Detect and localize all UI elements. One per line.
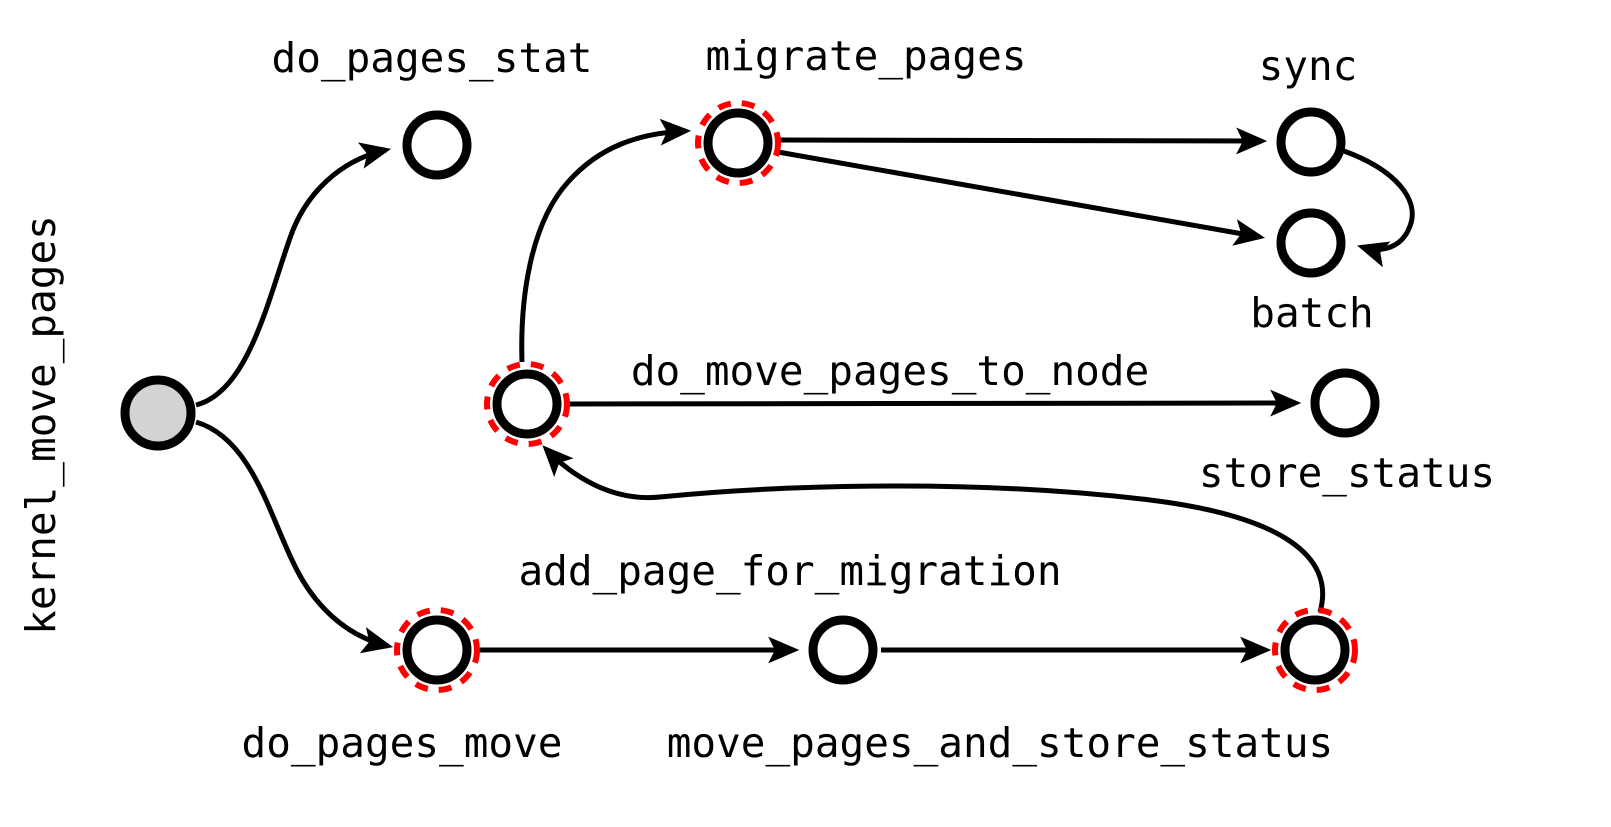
label-layer: kernel_move_pages do_pages_stat migrate_… <box>17 32 1495 767</box>
node-batch-circle[interactable] <box>1276 208 1346 278</box>
highlight-ring-do-pages-move <box>394 607 480 693</box>
node-do-move-pages-to-node-circle[interactable] <box>492 369 562 439</box>
node-move-pages-and-store-status-circle[interactable] <box>808 615 878 685</box>
node-do-pages-stat-circle[interactable] <box>402 110 472 180</box>
edge-do-move-pages-to-node-to-store-status <box>564 389 1302 417</box>
node-move-pages-and-store-status[interactable] <box>808 615 878 685</box>
node-do-pages-move[interactable] <box>394 607 480 693</box>
node-batch[interactable] <box>1276 208 1346 278</box>
node-layer <box>120 100 1380 693</box>
label-sync: sync <box>1259 42 1358 90</box>
label-do-pages-stat: do_pages_stat <box>272 34 593 82</box>
edge-label-do-move-pages-to-node: do_move_pages_to_node <box>631 347 1149 395</box>
highlight-ring-migrate-pages-target <box>1272 607 1358 693</box>
label-migrate-pages: migrate_pages <box>706 32 1027 80</box>
label-move-pages-and-store-status: move_pages_and_store_status <box>667 719 1333 767</box>
node-do-move-pages-to-node[interactable] <box>484 361 570 447</box>
node-store-status-circle[interactable] <box>1310 368 1380 438</box>
node-migrate-pages-target[interactable] <box>1272 607 1358 693</box>
node-root[interactable] <box>120 375 196 451</box>
highlight-ring-migrate-pages <box>695 100 781 186</box>
edge-sync-to-batch <box>1343 148 1415 268</box>
edge-migrate-pages-to-batch <box>777 149 1266 246</box>
node-sync[interactable] <box>1276 107 1346 177</box>
edge-root-to-do-pages-move <box>195 419 394 654</box>
label-batch: batch <box>1250 289 1373 337</box>
node-migrate-pages-target-circle[interactable] <box>1280 615 1350 685</box>
node-do-pages-stat[interactable] <box>402 110 472 180</box>
node-do-pages-move-circle[interactable] <box>402 615 472 685</box>
highlight-ring-do-move-pages-to-node <box>484 361 570 447</box>
edge-do-move-pages-to-node-to-migrate-pages <box>519 118 692 363</box>
node-migrate-pages[interactable] <box>695 100 781 186</box>
edge-layer <box>195 118 1415 664</box>
label-store-status: store_status <box>1199 449 1495 497</box>
edge-root-to-do-pages-stat <box>195 142 392 408</box>
node-migrate-pages-circle[interactable] <box>703 108 773 178</box>
node-store-status[interactable] <box>1310 368 1380 438</box>
node-sync-circle[interactable] <box>1276 107 1346 177</box>
edge-migrate-target-to-do-move-pages-to-node <box>542 445 1326 613</box>
root-node-label: kernel_move_pages <box>17 215 65 635</box>
edge-migrate-pages-to-sync <box>779 127 1268 155</box>
node-root-circle[interactable] <box>120 375 196 451</box>
edge-label-add-page-for-migration: add_page_for_migration <box>518 547 1061 595</box>
label-do-pages-move: do_pages_move <box>242 719 563 767</box>
